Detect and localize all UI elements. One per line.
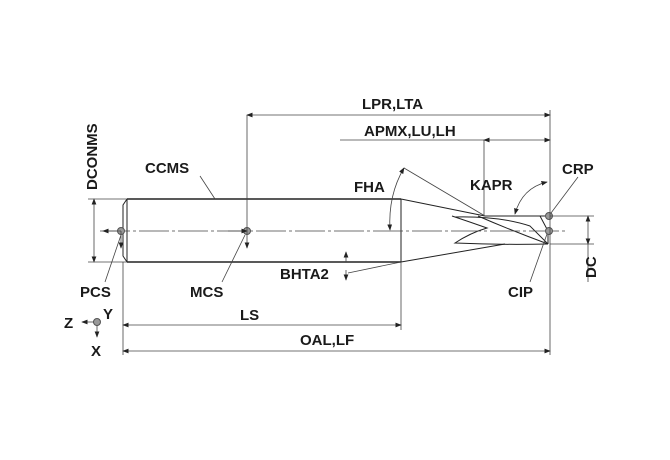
label-crp: CRP bbox=[562, 161, 594, 178]
label-cip: CIP bbox=[508, 284, 533, 301]
axis-triad: Z Y X bbox=[64, 306, 113, 360]
label-fha: FHA bbox=[354, 179, 385, 196]
kapr-arc bbox=[514, 180, 548, 215]
label-apmx-lu-lh: APMX,LU,LH bbox=[364, 123, 456, 140]
label-kapr: KAPR bbox=[470, 177, 513, 194]
cip-point bbox=[545, 227, 553, 235]
label-lpr-lta: LPR,LTA bbox=[362, 96, 423, 113]
axis-z-label: Z bbox=[64, 315, 73, 332]
tool-neck-and-flutes bbox=[400, 198, 549, 263]
fha-arc bbox=[387, 167, 405, 231]
label-ls: LS bbox=[240, 307, 259, 324]
tool-shank bbox=[122, 198, 402, 263]
axis-y-label: Y bbox=[103, 306, 113, 323]
axis-origin-icon bbox=[93, 318, 101, 326]
label-pcs: PCS bbox=[80, 284, 111, 301]
label-mcs: MCS bbox=[190, 284, 223, 301]
label-dc: DC bbox=[583, 256, 600, 278]
label-bhta2: BHTA2 bbox=[280, 266, 329, 283]
label-dconms: DCONMS bbox=[84, 123, 101, 190]
label-oal-lf: OAL,LF bbox=[300, 332, 354, 349]
axis-x-label: X bbox=[91, 343, 101, 360]
label-ccms: CCMS bbox=[145, 160, 189, 177]
